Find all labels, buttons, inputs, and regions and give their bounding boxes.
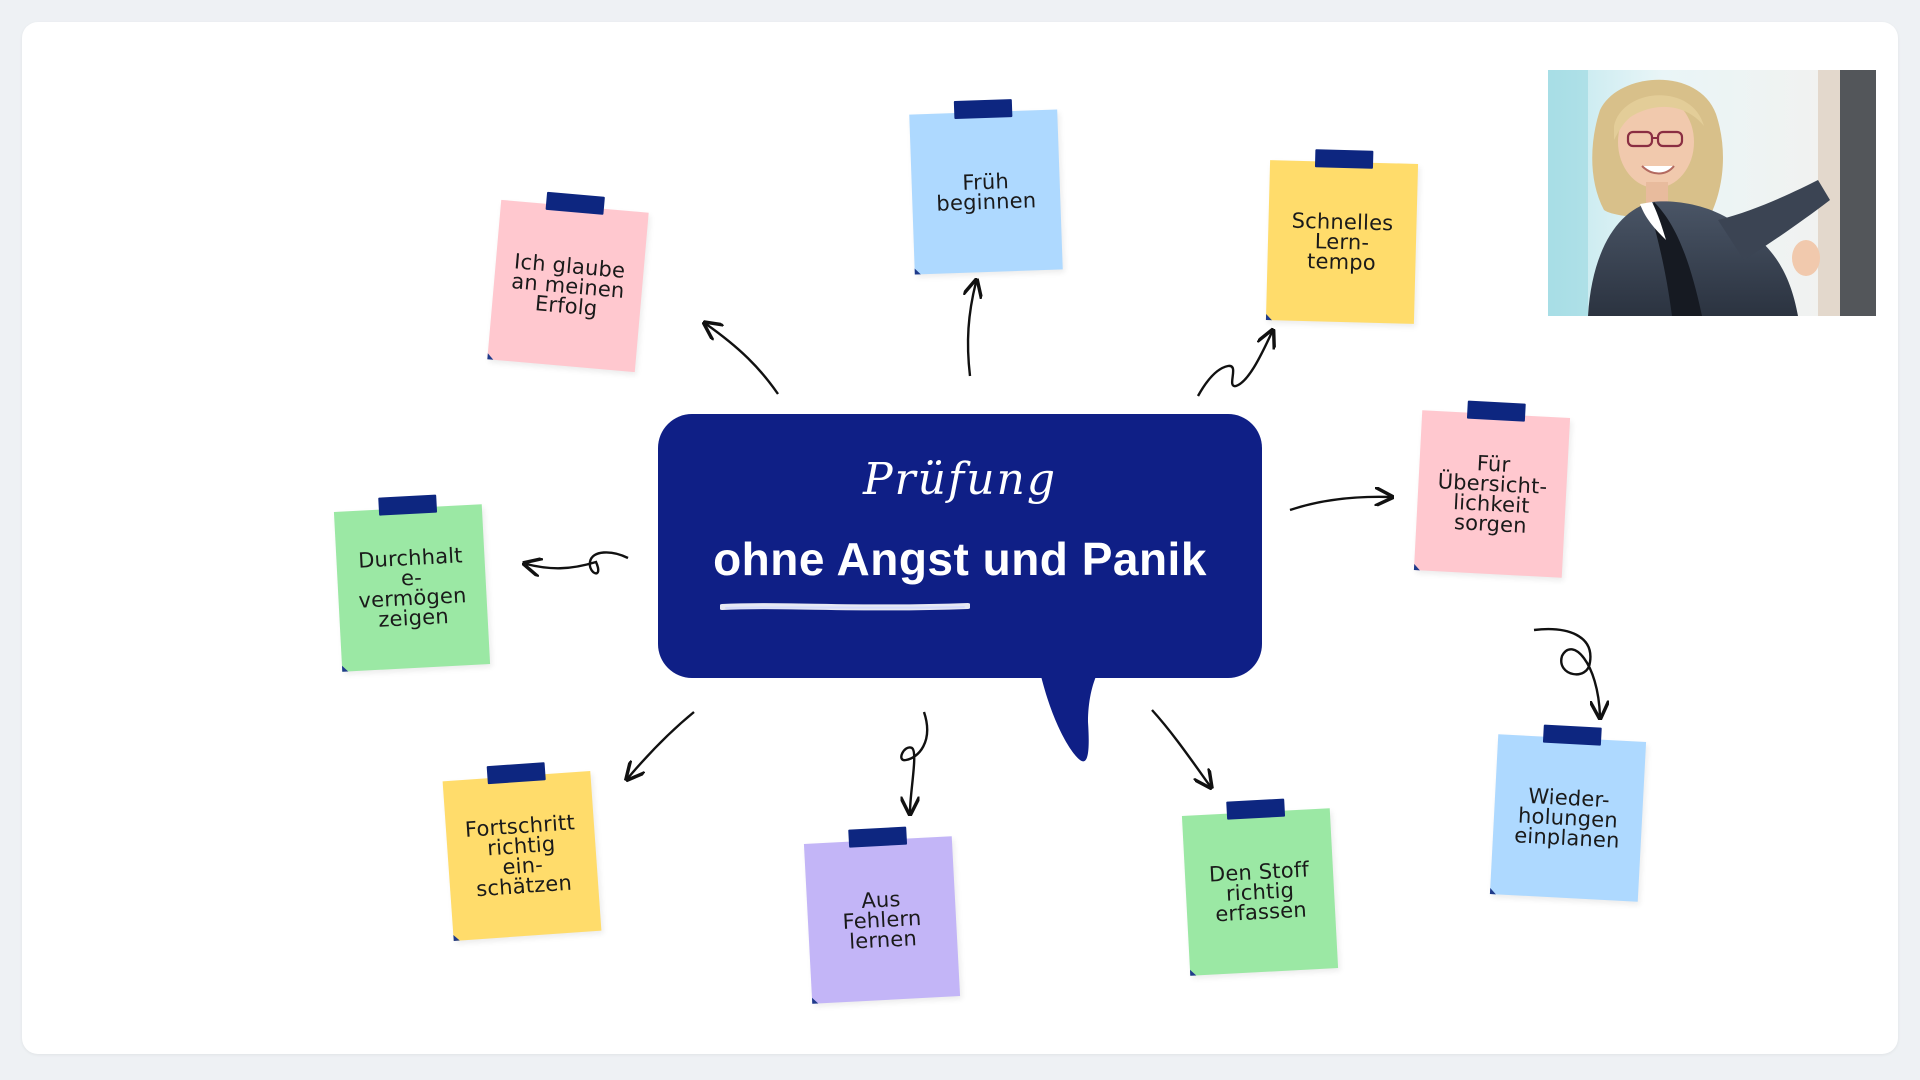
arrow-to-frueh <box>968 282 976 377</box>
arrow-to-durchhalt <box>526 551 629 573</box>
arrow-to-stoff <box>1151 709 1210 786</box>
note-tape <box>1314 149 1374 169</box>
note-label: Ich glaube an meinen Erfolg <box>510 249 627 321</box>
mindmap-canvas: Prüfung ohne Angst und Panik Früh beginn… <box>22 22 1898 1054</box>
note-tape <box>1542 724 1602 746</box>
note-tape <box>953 99 1013 120</box>
note-label: Früh beginnen <box>936 169 1037 216</box>
note-corner <box>1189 969 1197 976</box>
note-corner <box>453 934 460 941</box>
arrow-to-uebersicht <box>1289 497 1390 512</box>
note-corner <box>914 268 921 275</box>
note-label: Fortschritt richtig ein- schätzen <box>464 810 576 902</box>
note-tape <box>378 494 438 516</box>
note-corner <box>1489 888 1497 895</box>
note-tape <box>848 826 908 848</box>
note-tape <box>486 762 546 785</box>
central-speech-bubble: Prüfung ohne Angst und Panik <box>658 414 1262 678</box>
arrow-to-glaube <box>706 324 779 395</box>
arrow-to-fortschritt <box>628 711 695 778</box>
note-corner <box>487 353 494 360</box>
note-tape <box>1466 400 1526 422</box>
note-corner <box>811 997 819 1004</box>
note-fortschritt: Fortschritt richtig ein- schätzen <box>442 762 602 941</box>
woman-portrait-icon <box>1548 70 1876 316</box>
note-tape <box>1226 798 1286 820</box>
note-corner <box>341 665 349 672</box>
arrow-to-fehler <box>900 711 929 812</box>
bubble-underline <box>720 603 970 611</box>
note-frueh: Früh beginnen <box>909 99 1063 275</box>
note-corner <box>1413 564 1421 571</box>
note-glaube: Ich glaube an meinen Erfolg <box>487 191 649 373</box>
note-label: Schnelles Lern- tempo <box>1291 208 1394 275</box>
note-label: Durchhalt e- vermögen zeigen <box>357 543 468 632</box>
bubble-headline: ohne Angst und Panik <box>713 533 1207 585</box>
bubble-script-title: Prüfung <box>862 454 1058 505</box>
note-schnelles: Schnelles Lern- tempo <box>1265 149 1419 324</box>
arrow-to-schnelles <box>1196 332 1272 397</box>
note-corner <box>1265 314 1273 321</box>
note-label: Wieder- holungen einplanen <box>1513 783 1621 853</box>
arrow-to-wiederholungen <box>1533 628 1600 716</box>
note-label: Für Übersicht- lichkeit sorgen <box>1437 451 1548 538</box>
note-tape <box>545 191 605 215</box>
note-stoff: Den Stoff richtig erfassen <box>1181 798 1339 976</box>
note-label: Aus Fehlern lernen <box>841 887 923 954</box>
note-durchhalt: Durchhalt e- vermögen zeigen <box>333 494 491 672</box>
note-label: Den Stoff richtig erfassen <box>1208 857 1310 927</box>
portrait-photo <box>1548 70 1876 316</box>
note-wiederholungen: Wieder- holungen einplanen <box>1489 724 1647 902</box>
note-uebersicht: Für Übersicht- lichkeit sorgen <box>1413 400 1571 578</box>
note-fehler: Aus Fehlern lernen <box>803 826 961 1004</box>
